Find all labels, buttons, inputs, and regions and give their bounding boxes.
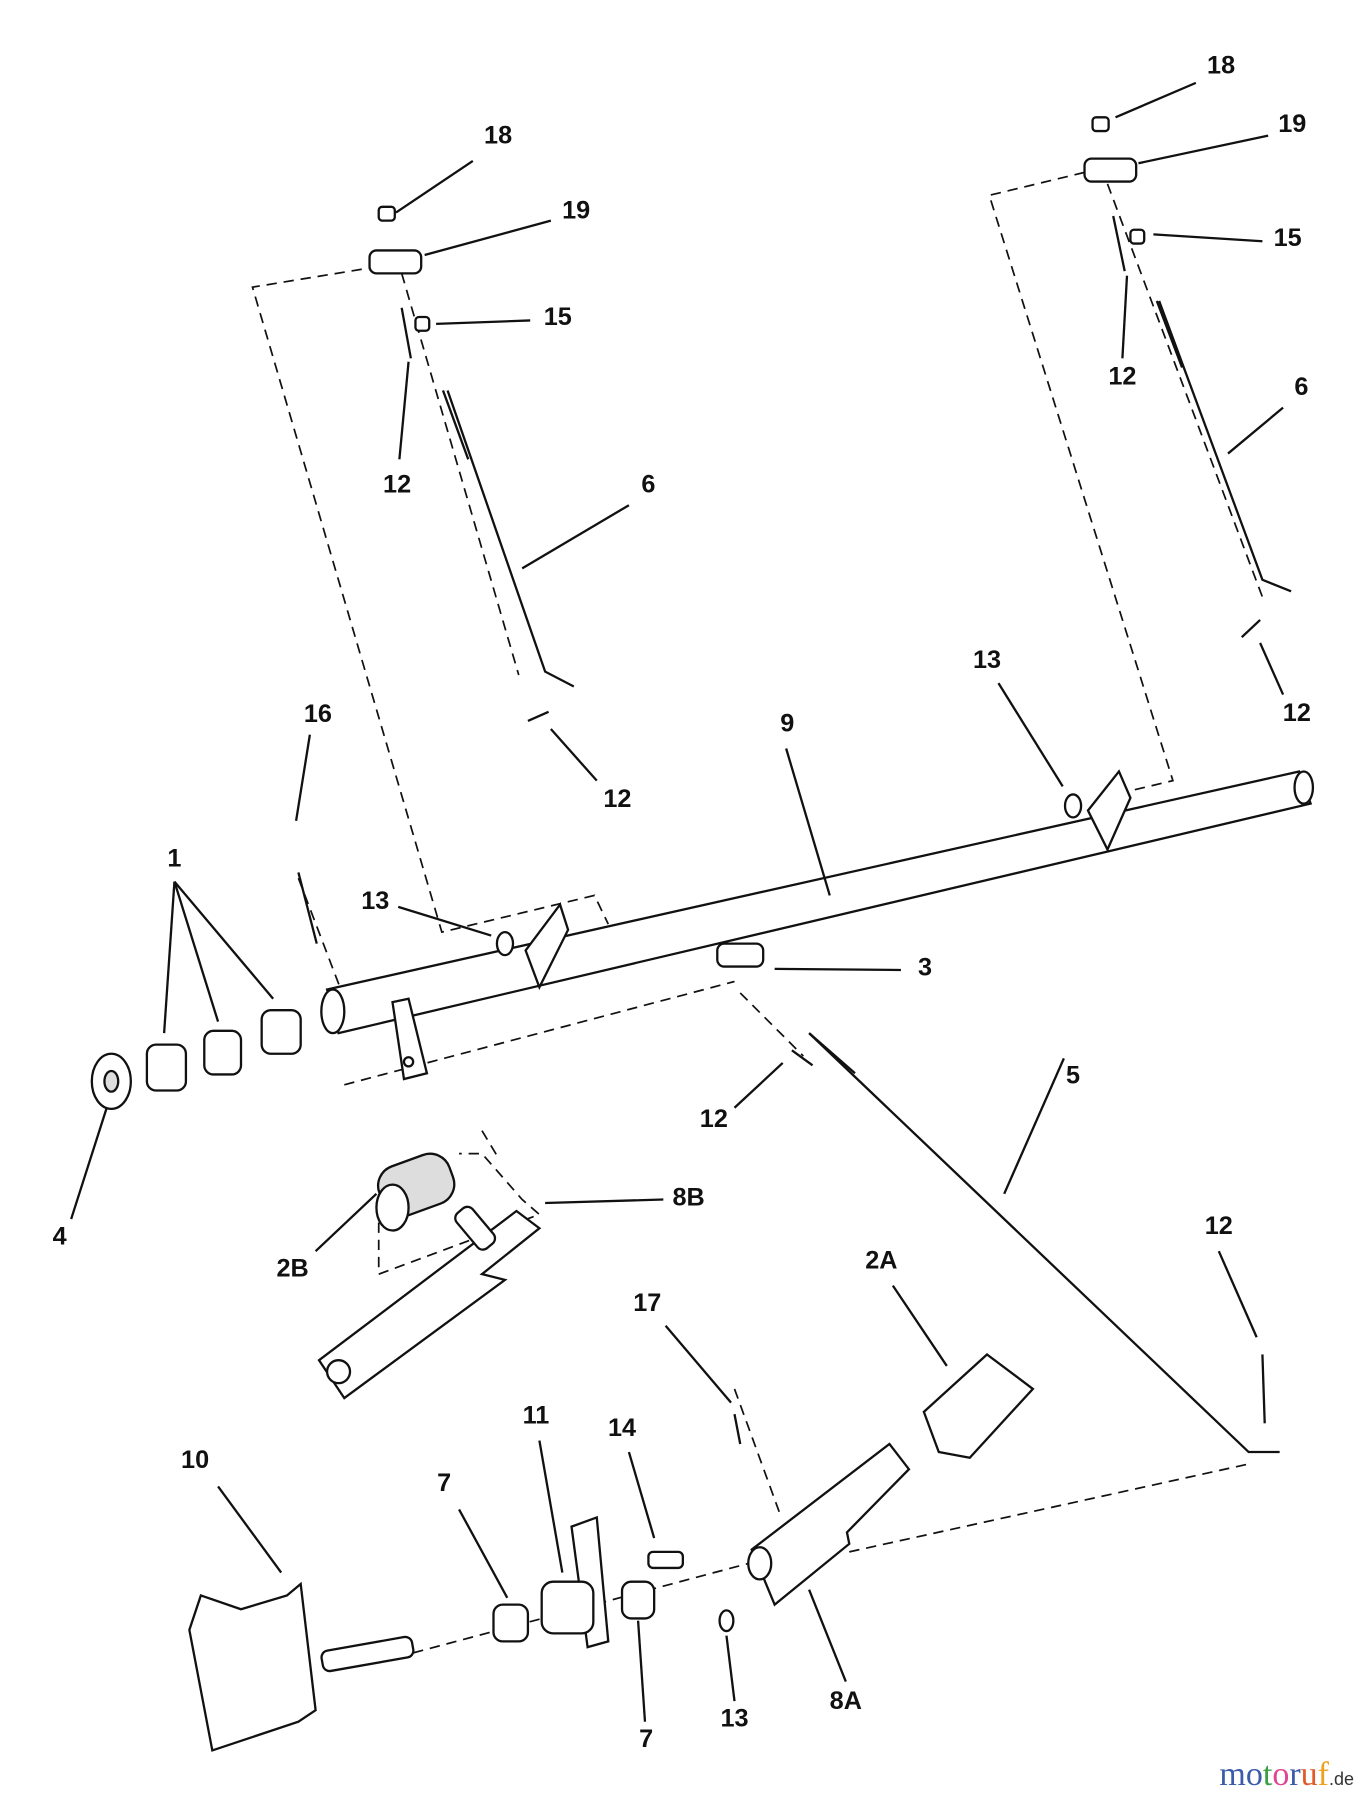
leader-lines — [70, 81, 1285, 1722]
label-16: 16 — [304, 700, 332, 728]
label-11: 11 — [523, 1401, 550, 1429]
label-12-right-pin: 12 — [1108, 363, 1136, 391]
pivot-13-parts — [495, 793, 1083, 1633]
label-12-right-rod: 12 — [1283, 699, 1311, 727]
shaft-part-9 — [320, 769, 1315, 1081]
label-7-lower: 7 — [639, 1725, 653, 1753]
label-1: 1 — [167, 845, 181, 873]
bracket-part-11 — [492, 1515, 656, 1649]
grip-part-2a — [922, 1352, 1035, 1460]
label-12-lower-right: 12 — [1205, 1212, 1233, 1240]
knob-part-2b — [375, 1152, 456, 1232]
small-hardware — [297, 116, 1266, 1570]
label-3: 3 — [918, 954, 932, 982]
label-5: 5 — [1066, 1062, 1080, 1090]
lever-part-8a — [747, 1442, 911, 1607]
label-7-upper: 7 — [437, 1469, 451, 1497]
label-12-center: 12 — [700, 1105, 728, 1133]
label-8a: 8A — [830, 1687, 862, 1715]
label-2b: 2B — [277, 1254, 309, 1282]
label-10: 10 — [181, 1446, 209, 1474]
label-19-right: 19 — [1278, 110, 1306, 138]
rods-part-6 — [441, 300, 1292, 688]
label-13-right: 13 — [973, 646, 1001, 674]
label-15-left: 15 — [544, 303, 572, 331]
callout-labels: 18 19 15 12 6 12 16 1 13 9 13 3 4 2B 8B 12 5 12 2A 17 11 14 10… — [53, 52, 1311, 1753]
label-12-left-rod: 12 — [603, 785, 631, 813]
label-18-right: 18 — [1207, 52, 1235, 80]
label-17: 17 — [633, 1289, 661, 1317]
bracket-part-10 — [188, 1581, 415, 1752]
motoruf-watermark-logo: motoruf.de — [1219, 1756, 1354, 1793]
label-2a: 2A — [865, 1246, 897, 1274]
label-15-right: 15 — [1274, 224, 1302, 252]
label-13-left: 13 — [361, 887, 389, 915]
bushings-part-1 — [90, 1009, 302, 1111]
label-6-left: 6 — [641, 471, 655, 499]
label-18-left: 18 — [484, 122, 512, 150]
label-6-right: 6 — [1294, 373, 1308, 401]
label-12-left-pin: 12 — [383, 471, 411, 499]
label-13-bottom: 13 — [720, 1704, 748, 1732]
lever-part-8b — [317, 1205, 542, 1400]
assembly-dashed-lines — [251, 171, 1264, 1654]
rod-part-5 — [808, 1032, 1280, 1454]
label-19-left: 19 — [562, 196, 590, 224]
label-8b: 8B — [672, 1183, 704, 1211]
label-4: 4 — [53, 1222, 67, 1250]
label-14: 14 — [608, 1414, 636, 1442]
label-9: 9 — [780, 709, 794, 737]
